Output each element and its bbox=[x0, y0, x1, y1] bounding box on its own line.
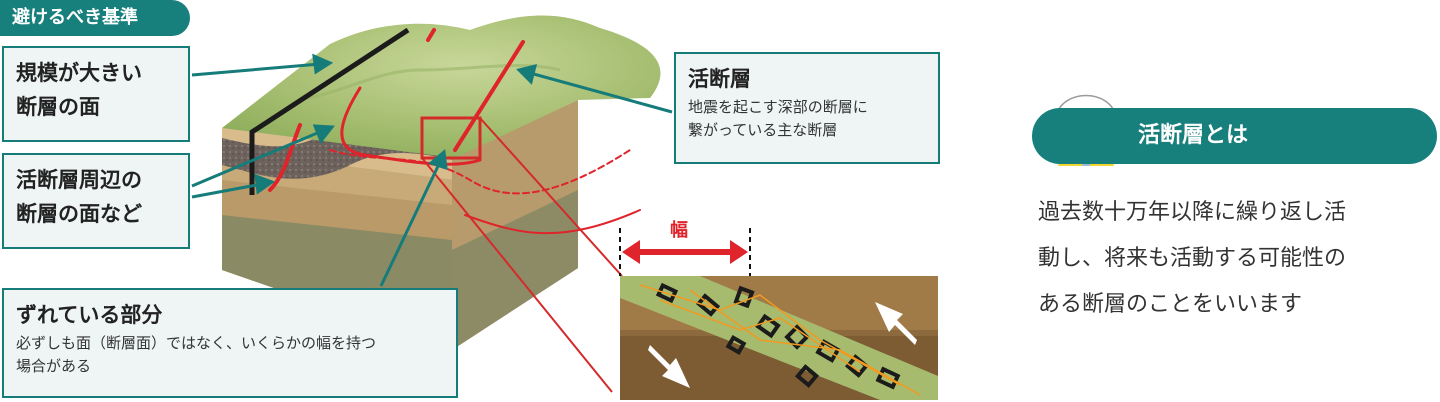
info-description: 過去数十万年以降に繰り返し活 動し、将来も活動する可能性の ある断層のことをいい… bbox=[1038, 200, 1347, 317]
callout-surrounding-title: 活断層周辺の 断層の面など bbox=[16, 168, 142, 226]
callout-active-fault-desc: 地震を起こす深部の断層に 繋がっている主な断層 bbox=[688, 98, 868, 139]
focus-box bbox=[420, 116, 482, 160]
terrain-surface bbox=[222, 15, 661, 158]
movement-arrows bbox=[648, 302, 917, 388]
criteria-tag: 避けるべき基準 bbox=[0, 0, 190, 36]
callout-displaced-title: ずれている部分 bbox=[16, 303, 163, 327]
callout-large-fault-title: 規模が大きい 断層の面 bbox=[16, 61, 142, 119]
large-fault-line bbox=[249, 27, 410, 195]
active-fault-lines bbox=[268, 28, 641, 235]
zoom-detail-panel bbox=[620, 276, 938, 400]
callout-surrounding-faults: 活断層周辺の 断層の面など bbox=[2, 153, 190, 249]
block-front-face bbox=[222, 100, 578, 350]
callout-active-fault: 活断層 地震を起こす深部の断層に 繋がっている主な断層 bbox=[674, 52, 940, 164]
info-title: 活断層とは bbox=[1138, 123, 1249, 148]
callout-arrows bbox=[191, 53, 673, 287]
callout-displaced-part: ずれている部分 必ずしも面（断層面）ではなく、いくらかの幅を持つ 場合がある bbox=[2, 288, 458, 398]
info-badge bbox=[1032, 108, 1437, 164]
width-label: 幅 bbox=[670, 220, 688, 241]
callout-active-fault-title: 活断層 bbox=[688, 67, 751, 91]
callout-displaced-desc: 必ずしも面（断層面）ではなく、いくらかの幅を持つ 場合がある bbox=[16, 334, 377, 375]
callout-large-fault: 規模が大きい 断層の面 bbox=[2, 46, 190, 142]
width-indicator bbox=[619, 228, 751, 276]
